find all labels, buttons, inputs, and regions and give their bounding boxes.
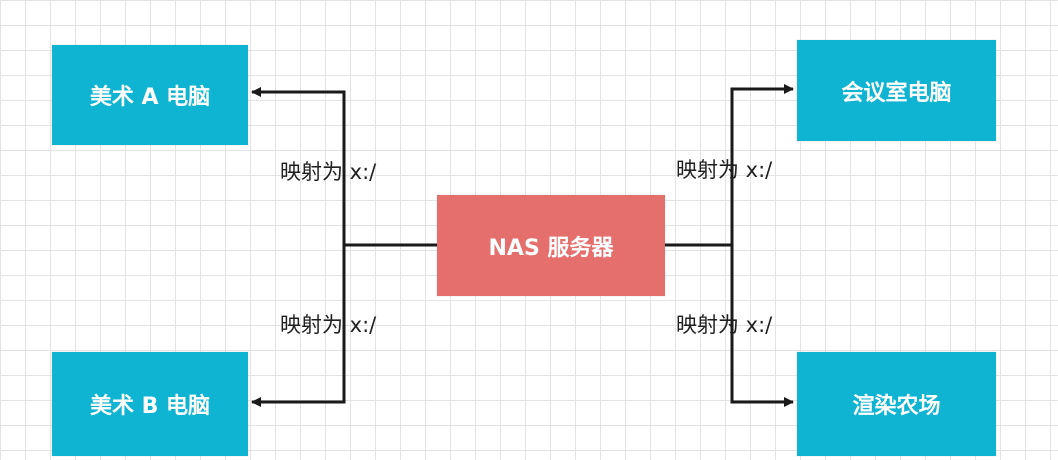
node-nas-server-label: NAS 服务器 (488, 235, 614, 261)
node-art-a-pc-label: 美术 A 电脑 (89, 85, 211, 110)
node-meeting-room-pc[interactable]: 会议室电脑 (797, 40, 996, 141)
node-nas-server[interactable]: NAS 服务器 (437, 195, 665, 296)
node-meeting-room-pc-label: 会议室电脑 (841, 80, 952, 106)
edge-label-art-a: 映射为 x:/ (280, 160, 377, 184)
edge-label-render-farm: 映射为 x:/ (676, 313, 773, 337)
node-art-b-pc[interactable]: 美术 B 电脑 (52, 352, 248, 456)
connector-to-render-farm (730, 245, 794, 407)
edge-label-meeting-room: 映射为 x:/ (676, 158, 773, 182)
node-art-a-pc[interactable]: 美术 A 电脑 (52, 45, 248, 145)
node-art-b-pc-label: 美术 B 电脑 (89, 394, 211, 419)
connector-to-art-a (251, 87, 346, 245)
connector-to-meeting-room (730, 84, 794, 245)
edge-label-art-b: 映射为 x:/ (280, 313, 377, 337)
node-render-farm-label: 渲染农场 (852, 394, 941, 419)
node-render-farm[interactable]: 渲染农场 (797, 352, 996, 456)
connector-to-art-b (251, 245, 346, 407)
